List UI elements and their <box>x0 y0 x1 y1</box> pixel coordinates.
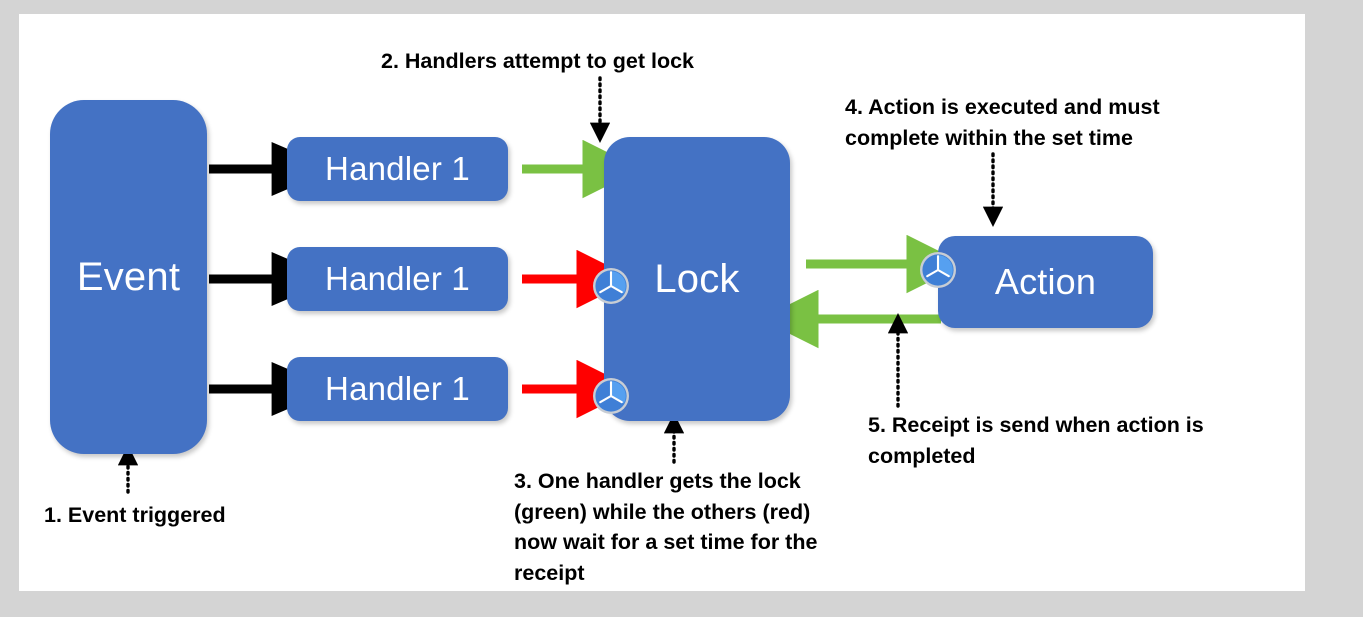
caption-step-1: 1. Event triggered <box>44 503 226 527</box>
node-handler-3-label: Handler 1 <box>325 370 470 407</box>
node-event[interactable]: Event <box>50 100 207 454</box>
caption-step-4: 4. Action is executed and must complete … <box>845 95 1160 150</box>
clock-icon <box>920 252 956 288</box>
node-handler-1[interactable]: Handler 1 <box>287 137 508 201</box>
node-handler-2[interactable]: Handler 1 <box>287 247 508 311</box>
clock-icon <box>593 378 629 414</box>
caption-step-3: 3. One handler gets the lock (green) whi… <box>514 469 818 585</box>
node-lock[interactable]: Lock <box>604 137 790 421</box>
node-handler-3[interactable]: Handler 1 <box>287 357 508 421</box>
node-action[interactable]: Action <box>938 236 1153 328</box>
node-action-label: Action <box>994 261 1097 302</box>
node-lock-label: Lock <box>654 256 740 301</box>
node-handler-1-label: Handler 1 <box>325 150 470 187</box>
clock-icon <box>593 268 629 304</box>
node-handler-2-label: Handler 1 <box>325 260 470 297</box>
node-event-label: Event <box>76 254 181 299</box>
caption-step-5: 5. Receipt is send when action is comple… <box>868 413 1204 468</box>
caption-step-2: 2. Handlers attempt to get lock <box>381 49 695 73</box>
diagram-canvas: Event Handler 1 Handler 1 Handler 1 Lock… <box>19 14 1305 591</box>
